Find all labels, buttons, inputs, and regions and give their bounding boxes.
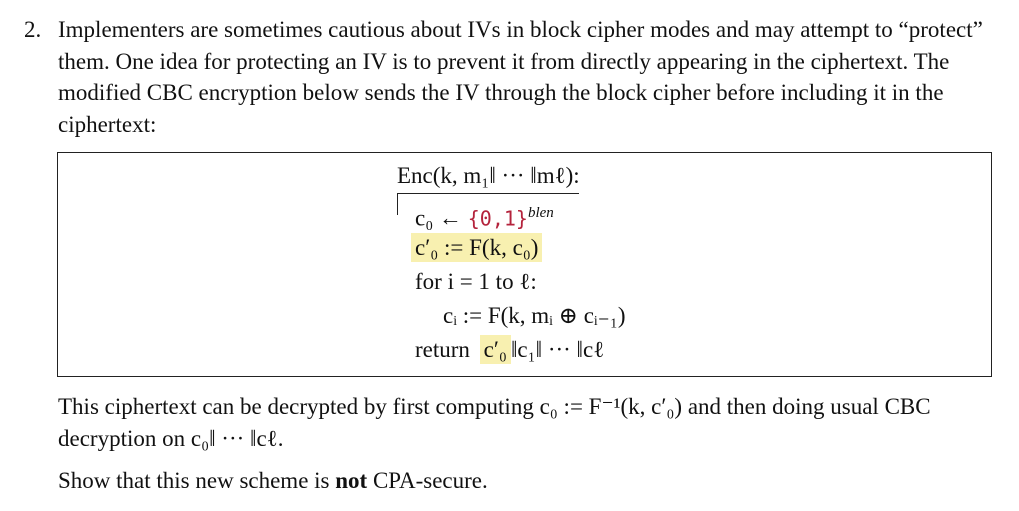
algorithm-box — [57, 152, 992, 377]
highlight-c0prime-return: c′₀ — [479, 335, 511, 364]
algorithm-line-3: for i = 1 to ℓ: — [415, 269, 537, 294]
algorithm-line-1: c₀ ← {0,1}blen — [415, 198, 554, 231]
return-rest: ‖c₁‖ ··· ‖cℓ — [510, 337, 605, 362]
header-rule — [397, 193, 579, 194]
task-bold: not — [335, 468, 368, 493]
problem-number: 2. — [24, 17, 42, 42]
return-keyword: return — [415, 337, 470, 362]
line1-sup: blen — [528, 205, 554, 221]
task-statement: Show that this new scheme is not CPA-sec… — [58, 465, 998, 497]
task-after: CPA-secure. — [367, 468, 488, 493]
decrypt-note: This ciphertext can be decrypted by firs… — [58, 394, 931, 451]
line1-set: {0,1} — [467, 206, 528, 231]
highlight-c0prime-assign: c′₀ := F(k, c₀) — [411, 233, 543, 262]
problem-intro: Implementers are sometimes cautious abou… — [58, 17, 983, 137]
algorithm-header: Enc(k, m₁‖ ··· ‖mℓ): — [397, 163, 580, 188]
line1-lhs: c₀ ← — [415, 205, 462, 231]
blen-exponent: blen — [527, 205, 554, 221]
algorithm-line-2: c′₀ := F(k, c₀) — [411, 232, 543, 263]
algorithm-line-4: cᵢ := F(k, mᵢ ⊕ cᵢ₋₁) — [443, 303, 626, 328]
task-before: Show that this new scheme is — [58, 468, 336, 493]
algorithm-line-5: return c′₀‖c₁‖ ··· ‖cℓ — [415, 334, 604, 365]
body-rule — [397, 193, 398, 215]
